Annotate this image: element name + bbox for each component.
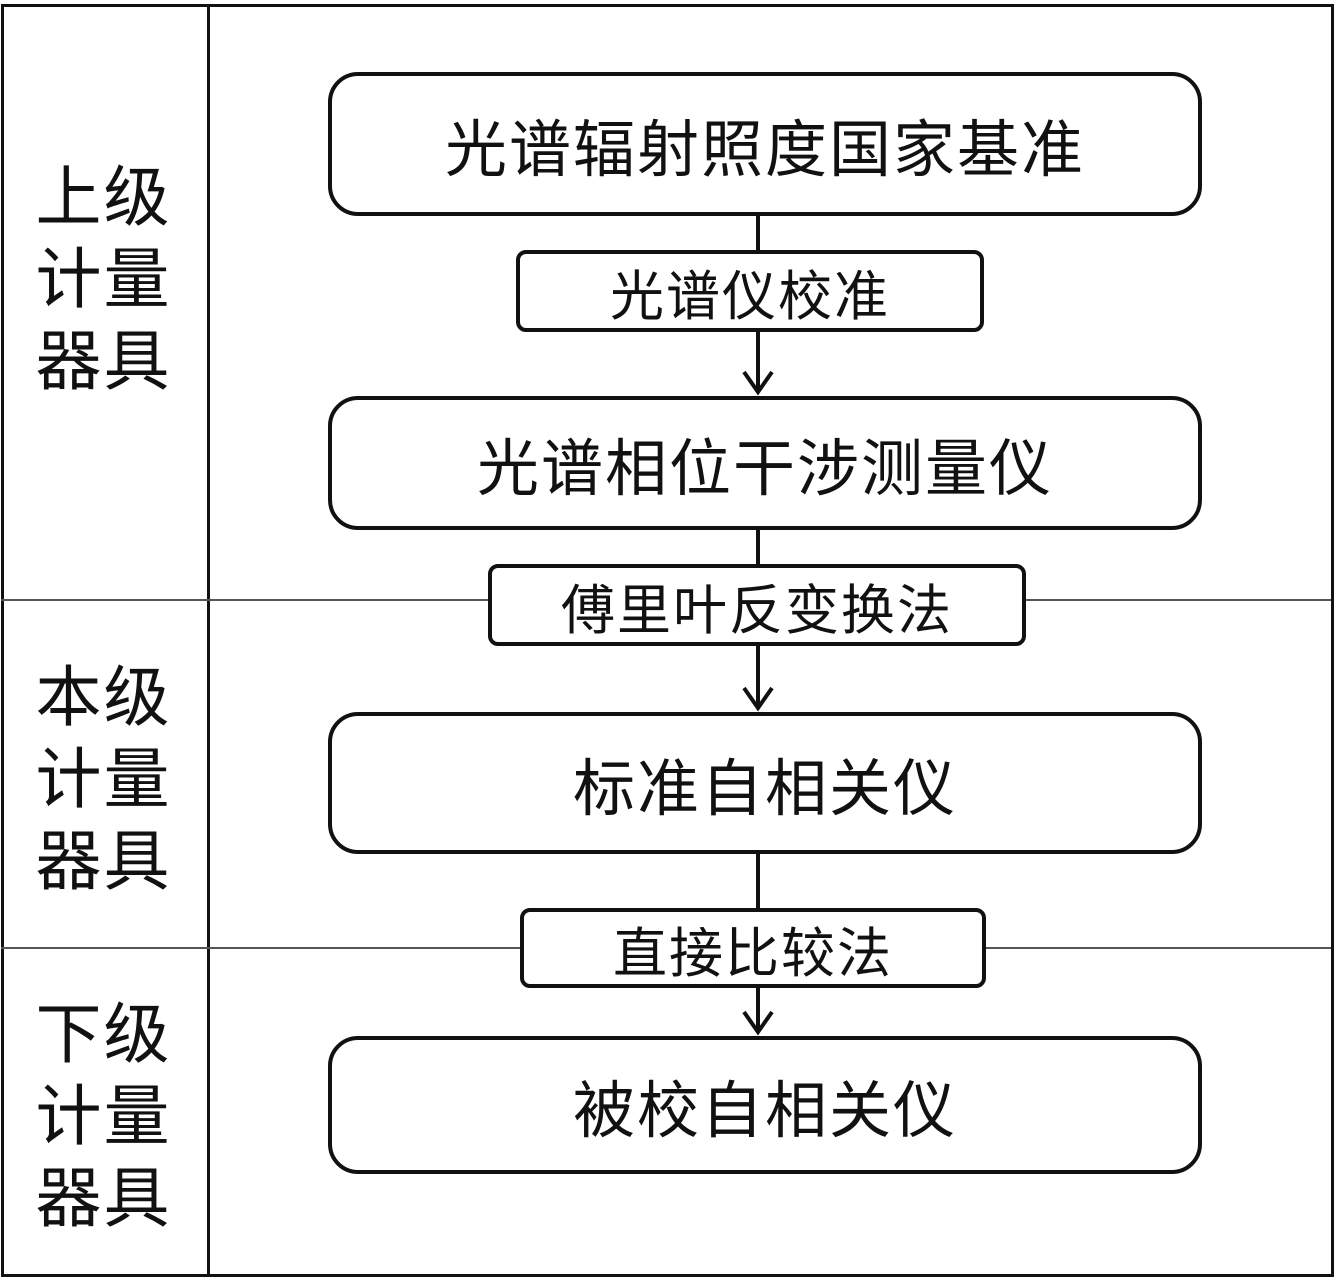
node-national-standard-text: 光谱辐射照度国家基准 — [444, 113, 1085, 186]
level-current-line1: 本级 — [35, 659, 172, 736]
level-upper-line3: 器具 — [35, 323, 172, 400]
node-calibrated-autocorrelator: 被校自相关仪 — [328, 1036, 1202, 1174]
level-current-label: 本级 计量 器具 — [0, 659, 207, 900]
method-direct-comparison-text: 直接比较法 — [613, 921, 893, 985]
method-spectrometer-calibration-text: 光谱仪校准 — [610, 264, 890, 328]
level-lower-line3: 器具 — [35, 1160, 172, 1237]
level-lower-label: 下级 计量 器具 — [0, 996, 207, 1237]
node-national-standard: 光谱辐射照度国家基准 — [328, 72, 1202, 216]
method-inverse-fourier-text: 傅里叶反变换法 — [561, 578, 953, 642]
level-upper-line1: 上级 — [35, 159, 172, 236]
arrowhead-1 — [742, 370, 774, 396]
level-upper-line2: 计量 — [35, 241, 172, 318]
level-current-line2: 计量 — [35, 741, 172, 818]
arrowhead-3 — [742, 1010, 774, 1036]
level-lower-line1: 下级 — [35, 996, 172, 1073]
node-calibrated-autocorrelator-text: 被校自相关仪 — [572, 1074, 957, 1147]
node-standard-autocorrelator: 标准自相关仪 — [328, 712, 1202, 854]
arrowhead-2 — [742, 686, 774, 712]
method-inverse-fourier: 傅里叶反变换法 — [488, 564, 1026, 646]
method-spectrometer-calibration: 光谱仪校准 — [516, 250, 984, 332]
node-phase-interferometer: 光谱相位干涉测量仪 — [328, 396, 1202, 530]
node-standard-autocorrelator-text: 标准自相关仪 — [572, 752, 957, 825]
level-lower-line2: 计量 — [35, 1078, 172, 1155]
outer-border — [1, 4, 1334, 1277]
method-direct-comparison: 直接比较法 — [520, 908, 986, 988]
level-upper-label: 上级 计量 器具 — [0, 159, 207, 400]
column-divider — [207, 4, 210, 1274]
node-phase-interferometer-text: 光谱相位干涉测量仪 — [476, 432, 1053, 505]
level-current-line3: 器具 — [35, 823, 172, 900]
